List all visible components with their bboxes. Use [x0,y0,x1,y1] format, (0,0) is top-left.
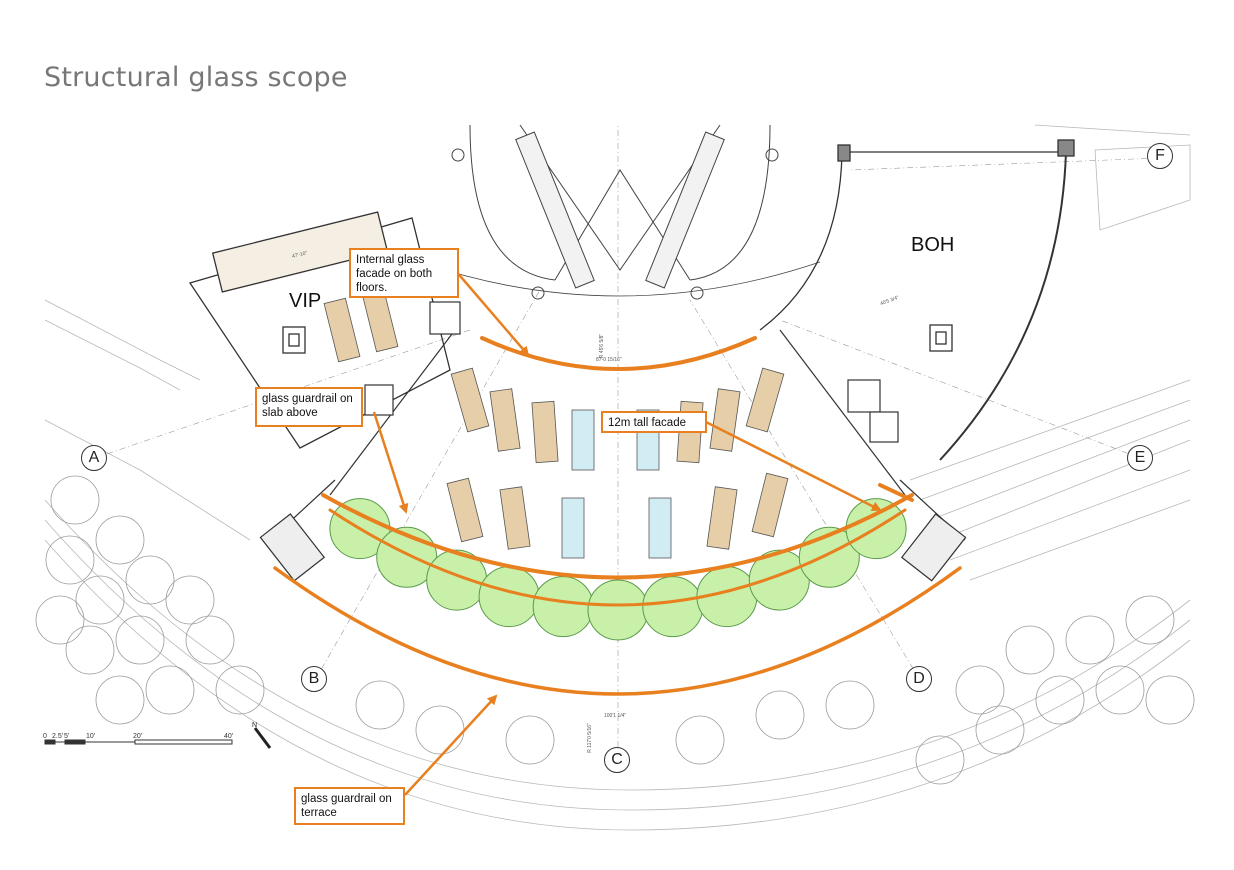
terrace-trees [329,498,907,641]
central-atrium [419,124,821,300]
table [446,477,484,543]
grid-lines [94,125,1161,760]
background-tree [75,575,125,625]
background-tree [755,690,805,740]
background-tree [95,675,145,725]
scale-label: 20' [133,733,143,740]
background-tree [185,615,235,665]
table [561,497,585,559]
background-tree [1035,675,1085,725]
scale-bar [44,739,233,745]
background-tree [1065,615,1115,665]
room-label-boh: BOH [911,234,955,256]
landscape-lines [44,124,1191,831]
dimension-label: R 45'6 5/8" [599,333,606,359]
background-tree [675,715,725,765]
scale-label: 10' [86,733,96,740]
background-tree [955,665,1005,715]
terrace-tree [642,576,704,638]
table [499,486,531,550]
north-arrow-icon: N [252,722,272,749]
background-tree [975,705,1025,755]
table [571,409,595,471]
dimension-label: 100'1 1/4" [604,713,627,719]
background-trees [35,475,1195,785]
background-tree [1095,665,1145,715]
callout-guardrail-slab: glass guardrail on slab above [255,387,363,427]
table [709,388,741,452]
background-tree [1145,675,1195,725]
background-tree [355,680,405,730]
background-tree [1005,625,1055,675]
table [745,367,785,433]
background-tree [415,705,465,755]
background-tree [825,680,875,730]
background-tree [115,615,165,665]
grid-bubble-a: A [81,445,107,471]
background-tree [45,535,95,585]
hall-walls [259,301,967,582]
grid-bubble-f: F [1147,143,1173,169]
background-tree [505,715,555,765]
table [531,400,559,464]
background-tree [215,665,265,715]
background-tree [35,595,85,645]
table [323,297,361,363]
background-tree [95,515,145,565]
scale-label: 40' [224,733,234,740]
svg-text:N: N [252,722,257,729]
table [751,472,789,538]
terrace-tree [587,579,649,641]
boh-walls [759,139,1075,461]
table [648,497,672,559]
tables [323,287,789,559]
callout-arrows [372,269,882,796]
background-tree [125,555,175,605]
callout-internal-facade: Internal glass facade on both floors. [349,248,459,298]
scale-label: 2.5' [52,733,64,740]
page-title: Structural glass scope [44,62,348,93]
table [706,486,738,550]
terrace-tree [532,576,594,638]
callout-tall-facade: 12m tall facade [601,411,707,433]
table [450,367,490,433]
table [489,388,521,452]
background-tree [915,735,965,785]
background-tree [145,665,195,715]
grid-bubble-c: C [604,747,630,773]
background-tree [65,625,115,675]
dimension-label: R 117'0 5/16" [586,723,593,753]
background-tree [50,475,100,525]
background-tree [1125,595,1175,645]
room-label-vip: VIP [289,290,322,312]
background-tree [165,575,215,625]
callout-guardrail-terrace: glass guardrail on terrace [294,787,405,825]
dimension-label: 87-0 15/16" [596,357,622,363]
grid-bubble-b: B [301,666,327,692]
scale-label: 0 [43,733,47,740]
glass-scope-lines [273,336,962,696]
grid-bubble-e: E [1127,445,1153,471]
grid-bubble-d: D [906,666,932,692]
scale-label: 5' [64,733,70,740]
